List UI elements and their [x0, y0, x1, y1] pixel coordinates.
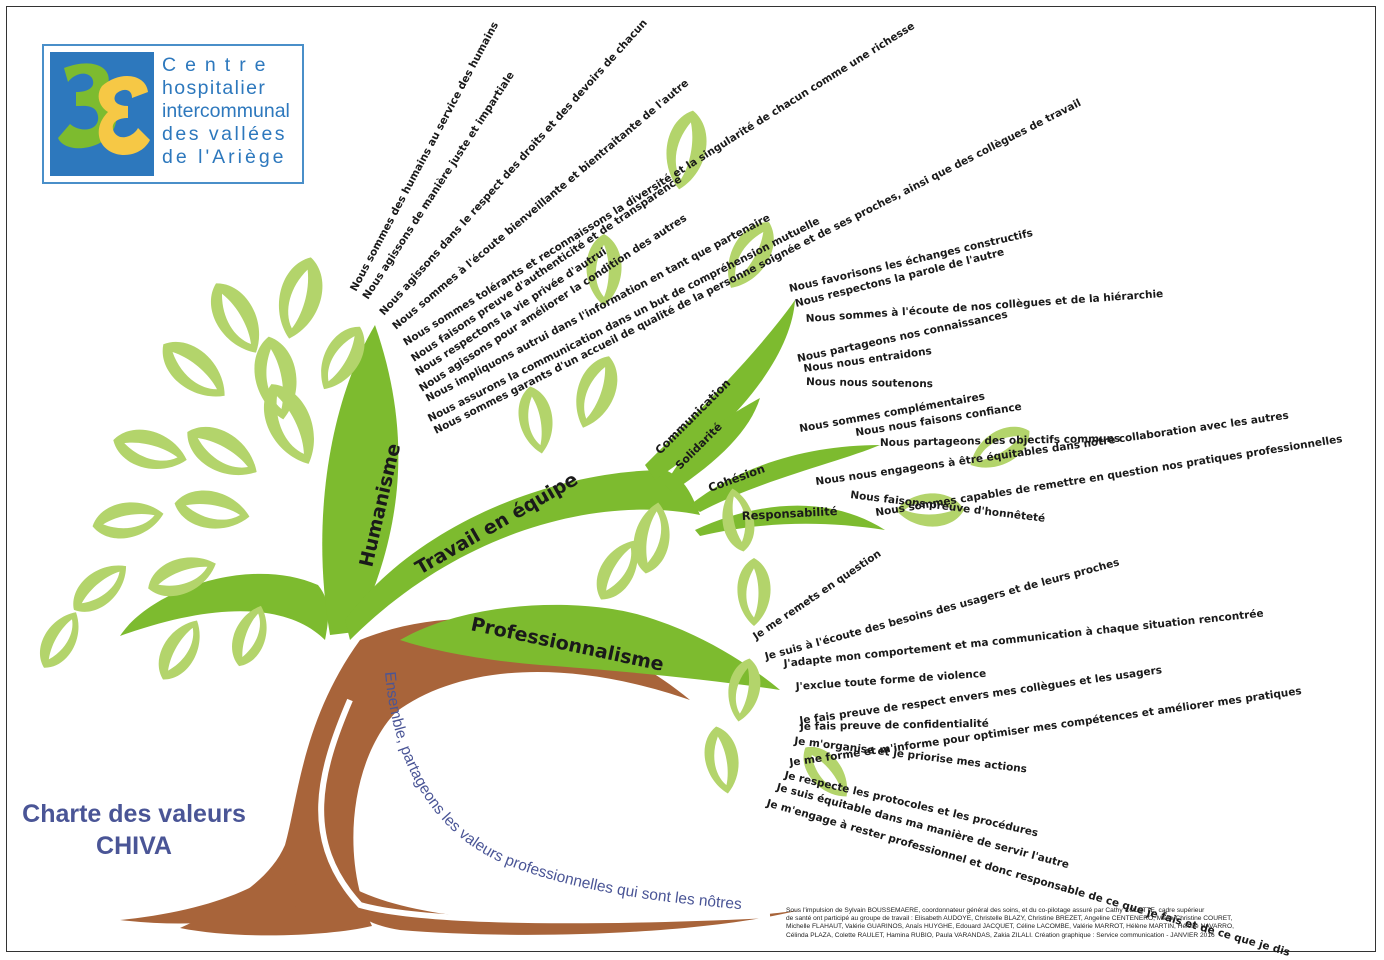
branch-label-responsabilite: Responsabilité	[741, 504, 838, 523]
leaf	[187, 427, 257, 476]
logo-line-1: Centre	[162, 54, 275, 76]
leaf	[279, 257, 323, 339]
leaf	[92, 502, 164, 539]
title-line-2: CHIVA	[96, 832, 172, 860]
leaf	[722, 488, 755, 552]
leaf	[596, 540, 638, 600]
credits: Sous l'impulsion de Sylvain BOUSSEMAERE,…	[786, 907, 1374, 940]
leaf	[73, 565, 127, 612]
credits-line: Michelle FLAHAUT, Valérie GUARINOS, Anaï…	[786, 923, 1234, 931]
solidarite-value: Nous nous soutenons	[806, 376, 933, 390]
leaf	[174, 490, 250, 529]
professionnalisme-value: J'exclue toute forme de violence	[794, 668, 986, 693]
branch-solidarite	[665, 398, 760, 492]
branch-label-cohesion: Cohésion	[706, 461, 766, 494]
trunk-slogan: Ensemble, partageons les valeurs profess…	[381, 671, 743, 913]
logo-line-5: de l'Ariège	[162, 146, 287, 168]
leaf	[586, 234, 622, 306]
poster-title: Charte des valeurs CHIVA	[18, 798, 250, 862]
branch-travail	[345, 470, 700, 640]
leaf	[321, 326, 365, 390]
logo-mark-icon	[58, 63, 150, 155]
logo-text: Centre hospitalier intercommunal des val…	[162, 54, 302, 169]
leaf	[518, 386, 553, 454]
trunk-inner-stroke	[318, 698, 771, 924]
leaf	[666, 110, 707, 190]
leaf	[158, 620, 200, 680]
credits-line: de santé ont participé au groupe de trav…	[786, 915, 1233, 923]
branch-cohesion	[690, 445, 880, 512]
leaf	[728, 658, 761, 722]
humanisme-values: Nous sommes des humains au service des h…	[348, 17, 1083, 437]
leaf	[232, 605, 267, 667]
logo-line-4: des vallées	[162, 123, 288, 145]
credits-line: Célinda PLAZA, Colette RAULET, Hamina RU…	[786, 931, 1215, 939]
branch-communication	[645, 300, 795, 480]
trunk-root-left	[120, 860, 300, 924]
branches	[120, 300, 885, 690]
leaves	[39, 110, 1030, 797]
leaf	[211, 283, 260, 353]
branch-humanisme	[322, 325, 399, 635]
leaf	[633, 502, 670, 574]
leaf	[113, 429, 187, 469]
leaf	[728, 222, 774, 288]
title-line-1: Charte des valeurs	[22, 800, 246, 828]
branch-responsabilite	[695, 505, 885, 536]
trunk	[120, 618, 800, 936]
communication-values: Nous favorisons les échanges constructif…	[788, 227, 1164, 325]
leaf	[803, 746, 848, 797]
leaf	[263, 384, 314, 464]
branch-left-low	[120, 573, 329, 640]
trunk-main	[180, 618, 690, 936]
branch-label-travail: Travail en équipe	[412, 468, 582, 579]
hospital-logo: Centre hospitalier intercommunal des val…	[42, 44, 304, 184]
leaf	[704, 726, 739, 794]
poster-border	[6, 6, 1376, 952]
credits-line: Sous l'impulsion de Sylvain BOUSSEMAERE,…	[786, 907, 1205, 914]
logo-line-3: intercommunal	[162, 100, 290, 122]
cohesion-value: Nous partageons des objectifs communs	[880, 433, 1121, 449]
leaf	[148, 557, 216, 597]
professionnalisme-values: Je me remets en question Je suis à l'éco…	[750, 548, 1302, 959]
leaf	[970, 426, 1030, 468]
leaf	[895, 493, 965, 527]
branch-label-humanisme: Humanisme	[355, 441, 405, 569]
branch-label-professionnalisme: Professionnalisme	[469, 613, 666, 675]
professionnalisme-value: Je fais preuve de confidentialité	[799, 718, 989, 733]
logo-mark-3e	[50, 52, 154, 176]
leaf	[576, 356, 618, 428]
leaf	[39, 612, 79, 668]
leaf	[162, 342, 225, 397]
logo-line-2: hospitalier	[162, 77, 267, 99]
branch-professionnalisme	[400, 604, 780, 690]
leaf	[737, 558, 771, 626]
